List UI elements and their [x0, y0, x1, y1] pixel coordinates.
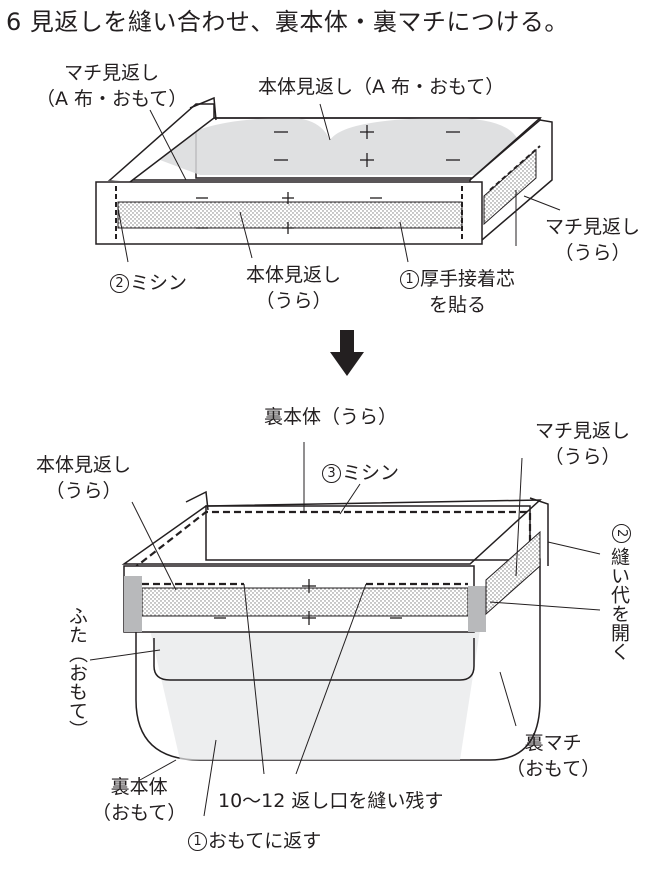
lid	[153, 638, 475, 681]
label-body-facing-front: 本体見返し（A 布・おもて）	[258, 76, 505, 98]
label-back-body-back: 裏本体（うら）	[264, 406, 398, 428]
step-title: 6 見返しを縫い合わせ、裏本体・裏マチにつける。	[6, 8, 569, 36]
step-number: 2	[110, 274, 129, 293]
label-lid-front: ふた（おもて）	[66, 606, 88, 739]
label-return-opening: 10〜12 返し口を縫い残す	[218, 790, 444, 812]
label-machi-facing-back: マチ見返し （うら）	[545, 216, 641, 264]
label-open-seam: 2縫い代を開く	[606, 524, 632, 661]
down-arrow-icon	[330, 330, 364, 376]
bottom-illustration	[89, 442, 601, 817]
back-facing-shade	[160, 118, 520, 175]
step-number: 3	[322, 464, 341, 483]
top-illustration	[95, 96, 561, 263]
rim	[121, 499, 542, 565]
interfacing-strip	[117, 201, 463, 229]
label-machi-facing-back-2: マチ見返し （うら）	[535, 420, 631, 468]
label-machi-facing-front: マチ見返し （A 布・おもて）	[36, 62, 188, 110]
step-number: 1	[188, 832, 207, 851]
label-body-facing-back: 本体見返し （うら）	[246, 264, 342, 312]
label-back-body-front: 裏本体 （おもて）	[92, 776, 187, 824]
label-back-machi-front: 裏マチ （おもて）	[506, 732, 601, 780]
diagram: 6 見返しを縫い合わせ、裏本体・裏マチにつける。	[6, 8, 641, 854]
step-number: 2	[612, 524, 631, 543]
back-inner-panel	[205, 505, 531, 561]
label-body-facing-back-2: 本体見返し （うら）	[36, 454, 132, 502]
step-number: 1	[400, 270, 419, 289]
